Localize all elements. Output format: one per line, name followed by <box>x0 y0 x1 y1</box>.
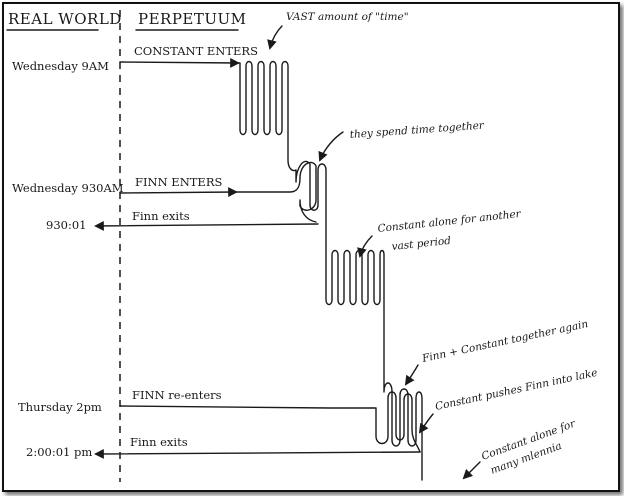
arrow-alone-2 <box>462 461 481 480</box>
time-wednesday-9am: Wednesday 9AM <box>12 59 109 73</box>
note-alone-1: Constant alone for another <box>377 208 522 235</box>
note-alone-1b: vast period <box>391 235 452 253</box>
label-constant-enters: CONSTANT ENTERS <box>134 44 258 58</box>
label-finn-reenters: FINN re-enters <box>132 388 222 402</box>
finn-exit-arrow-2 <box>94 449 421 459</box>
perpetuum-header: PERPETUUM <box>138 10 247 28</box>
note-vast-time: VAST amount of "time" <box>286 11 409 23</box>
finn-enter-arrow <box>119 187 238 197</box>
note-spend-time: they spend time together <box>349 120 485 141</box>
finn-exit-arrow-1 <box>94 221 319 231</box>
constant-enter-arrow <box>119 58 240 68</box>
time-930-01: 930:01 <box>46 218 86 232</box>
arrow-pushes <box>418 413 434 434</box>
finn-reenter-line <box>119 405 373 409</box>
time-wednesday-930am: Wednesday 930AM <box>12 181 124 195</box>
constant-worldline <box>237 60 423 481</box>
arrow-alone-1 <box>357 235 373 258</box>
label-finn-exits-1: Finn exits <box>132 209 190 223</box>
real-world-header: REAL WORLD <box>8 10 122 28</box>
label-finn-exits-2: Finn exits <box>130 435 188 449</box>
arrow-together-again <box>404 364 419 386</box>
label-finn-enters: FINN ENTERS <box>135 175 222 189</box>
time-thursday-2pm: Thursday 2pm <box>18 400 102 414</box>
arrow-spend-time <box>318 131 344 162</box>
diagram-frame <box>2 2 620 492</box>
finn-first-visit <box>235 161 317 223</box>
note-pushes: Constant pushes Finn into lake <box>434 367 598 413</box>
finn-second-visit <box>371 391 421 453</box>
arrow-vast-time <box>267 25 283 50</box>
note-together-again: Finn + Constant together again <box>420 318 589 365</box>
time-2-00-01-pm: 2:00:01 pm <box>26 445 92 459</box>
